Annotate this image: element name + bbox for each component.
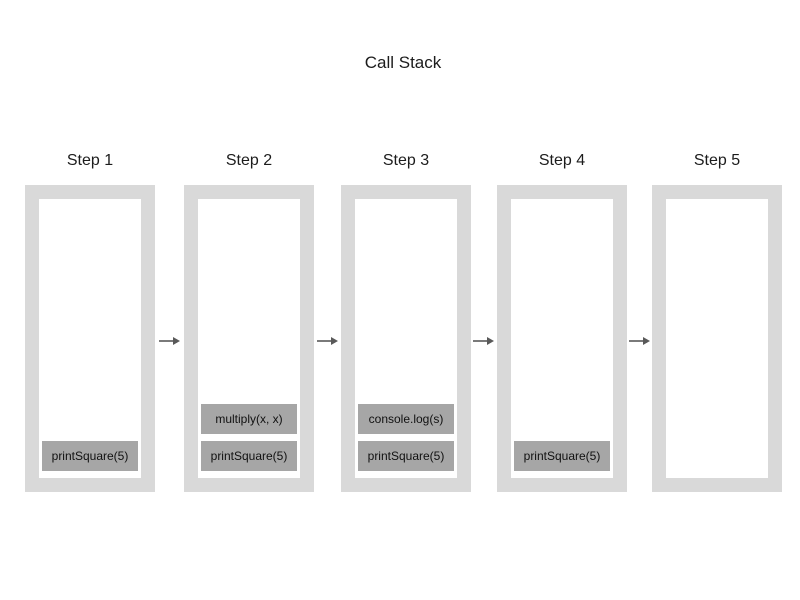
step-5-column: Step 5 [652,150,782,492]
step-1-stack-area: printSquare(5) [39,199,141,478]
step-4-frame-printsquare: printSquare(5) [514,441,610,471]
right-arrow-icon [629,335,651,347]
step-5-label: Step 5 [693,152,741,169]
step-2-column: Step 2 multiply(x, x) printSquare(5) [184,150,314,492]
step-1-stack-container: printSquare(5) [25,185,155,492]
step-5-stack-area [666,199,768,478]
step-3-frame-printsquare: printSquare(5) [358,441,454,471]
right-arrow-icon [473,335,495,347]
step-2-frame-printsquare: printSquare(5) [201,441,297,471]
step-4-column: Step 4 printSquare(5) [497,150,627,492]
step-1-column: Step 1 printSquare(5) [25,150,155,492]
step-3-stack-container: console.log(s) printSquare(5) [341,185,471,492]
right-arrow-icon [159,335,181,347]
step-3-stack-area: console.log(s) printSquare(5) [355,199,457,478]
step-4-stack-area: printSquare(5) [511,199,613,478]
step-2-stack-container: multiply(x, x) printSquare(5) [184,185,314,492]
step-2-frame-multiply: multiply(x, x) [201,404,297,434]
step-3-frame-consolelog: console.log(s) [358,404,454,434]
step-3-column: Step 3 console.log(s) printSquare(5) [341,150,471,492]
step-2-label: Step 2 [225,152,273,169]
step-4-stack-container: printSquare(5) [497,185,627,492]
step-3-label: Step 3 [382,152,430,169]
right-arrow-icon [317,335,339,347]
step-1-frame-printsquare: printSquare(5) [42,441,138,471]
step-2-stack-area: multiply(x, x) printSquare(5) [198,199,300,478]
step-1-label: Step 1 [66,152,114,169]
step-4-label: Step 4 [538,152,586,169]
diagram-title: Call Stack [364,53,442,72]
step-5-stack-container [652,185,782,492]
